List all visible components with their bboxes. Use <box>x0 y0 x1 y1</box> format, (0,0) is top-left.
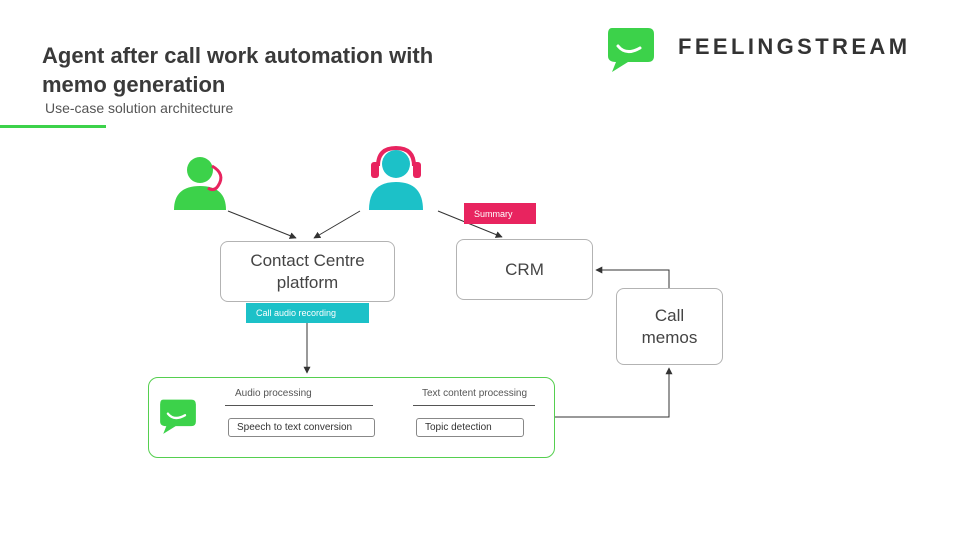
call-memos-label: Call memos <box>641 305 698 347</box>
arrow-processing-to-memos <box>555 367 673 418</box>
topic-detection-box: Topic detection <box>416 418 524 437</box>
text-processing-heading: Text content processing <box>422 388 528 399</box>
audio-processing-divider <box>225 405 373 406</box>
speech-bubble-logo-icon <box>604 22 658 81</box>
page-title: Agent after call work automation with me… <box>42 43 434 97</box>
page-subtitle: Use-case solution architecture <box>45 100 234 116</box>
customer-with-headset-icon <box>168 152 232 217</box>
arrow-agent-to-platform <box>313 210 361 239</box>
contact-centre-platform-node: Contact Centre platform <box>220 241 395 302</box>
brand-name: FEELINGSTREAM <box>678 34 911 59</box>
call-memos-node: Call memos <box>616 288 723 365</box>
crm-node: CRM <box>456 239 593 300</box>
arrow-memos-to-crm <box>595 266 670 288</box>
speech-bubble-logo-icon <box>157 393 199 444</box>
text-processing-divider <box>413 405 535 406</box>
audio-processing-heading: Audio processing <box>235 388 312 399</box>
arrow-customer-to-platform <box>227 210 297 239</box>
title-underline <box>0 125 106 128</box>
summary-tag: Summary <box>464 203 536 224</box>
arrow-agent-to-crm <box>437 210 503 238</box>
agent-with-headset-icon <box>363 145 429 217</box>
call-audio-recording-tag: Call audio recording <box>246 303 369 323</box>
speech-to-text-box: Speech to text conversion <box>228 418 375 437</box>
feelingstream-processing-box: Audio processing Speech to text conversi… <box>148 377 555 458</box>
